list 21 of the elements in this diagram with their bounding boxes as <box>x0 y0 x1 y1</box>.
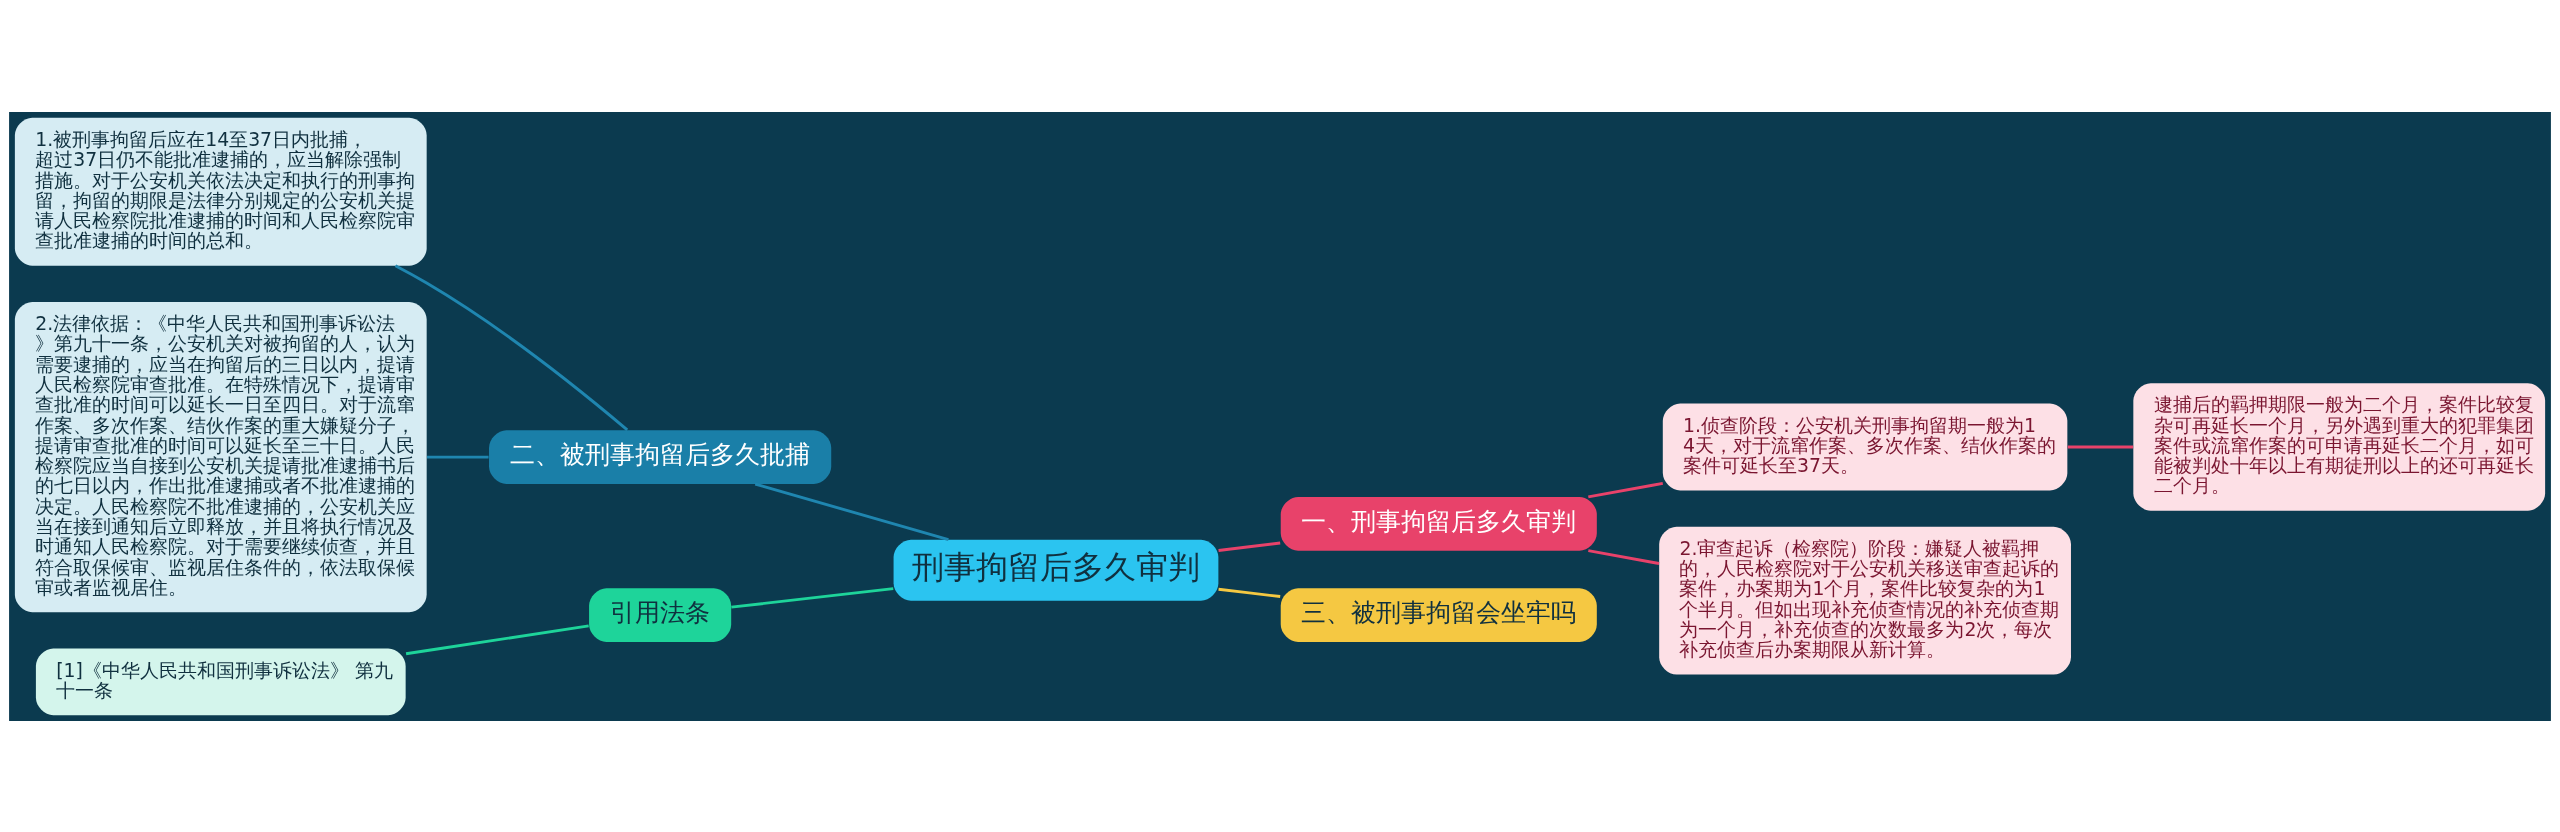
connector <box>2067 445 2134 448</box>
connector <box>1218 587 1281 598</box>
connector <box>427 455 489 459</box>
node-box: 二、被刑事拘留后多久批捕 <box>489 429 832 484</box>
connector <box>1588 481 1664 498</box>
node-box: 三、被刑事拘留会坐牢吗 <box>1280 587 1597 642</box>
node-box: 2.审查起诉（检察院）阶段：嫌疑人被羁押的，人民检察院对于公安机关移送审查起诉的案件，办案期为1个月，案件比较复杂的为1个半月。但如出现补充侦查情况的补充侦查期为一个月，补充侦查的次数最多为2次，每次补充侦查后办案期限从新计算。 <box>1659 526 2071 675</box>
node-box: 逮捕后的羁押期限一般为二个月，案件比较复杂可再延长一个月，另外遇到重大的犯罪集团案件或流窜作案的可申请再延长二个月，如可能被判处十年以上有期徒刑以上的还可再延长二个月。 <box>2133 382 2546 511</box>
connector <box>1218 541 1281 552</box>
connector <box>731 586 894 609</box>
node-box: [1]《中华人民共和国刑事诉讼法》 第九十一条 <box>35 648 406 715</box>
node-box: 引用法条 <box>589 587 732 642</box>
node-box: 一、刑事拘留后多久审判 <box>1280 496 1597 551</box>
connector <box>405 623 589 655</box>
node-box: 1.侦查阶段：公安机关刑事拘留期一般为14天，对于流窜作案、多次作案、结伙作案的案件可延长至37天。 <box>1662 402 2068 490</box>
node-box: 刑事拘留后多久审判 <box>893 539 1219 601</box>
connector <box>1588 548 1660 565</box>
node-box: 1.被刑事拘留后应在14至37日内批捕，超过37日仍不能批准逮捕的，应当解除强制措施。对于公安机关依法决定和执行的刑事拘留，拘留的期限是法律分别规定的公安机关提请人民检察院批准逮捕的时间和人民检察院审查批准逮捕的时间的总和。 <box>14 117 427 266</box>
connector <box>754 482 949 541</box>
node-box: 2.法律依据：《中华人民共和国刑事诉讼法》第九十一条，公安机关对被拘留的人，认为需要逮捕的，应当在拘留后的三日以内，提请人民检察院审查批准。在特殊情况下，提请审查批准的时间可以延长一日至四日。对于流窜作案、多次作案、结伙作案的重大嫌疑分子，提请审查批准的时间可以延长至三十日。人民检察院应当自接到公安机关提请批准逮捕书后的七日以内，作出批准逮捕或者不批准逮捕的决定。人民检察院不批准逮捕的，公安机关应当在接到通知后立即释放，并且将执行情况及时通知人民检察院。对于需要继续侦查，并且符合取保候审、监视居住条件的，依法取保候审或者监视居住。 <box>14 301 427 612</box>
connector <box>394 264 629 431</box>
